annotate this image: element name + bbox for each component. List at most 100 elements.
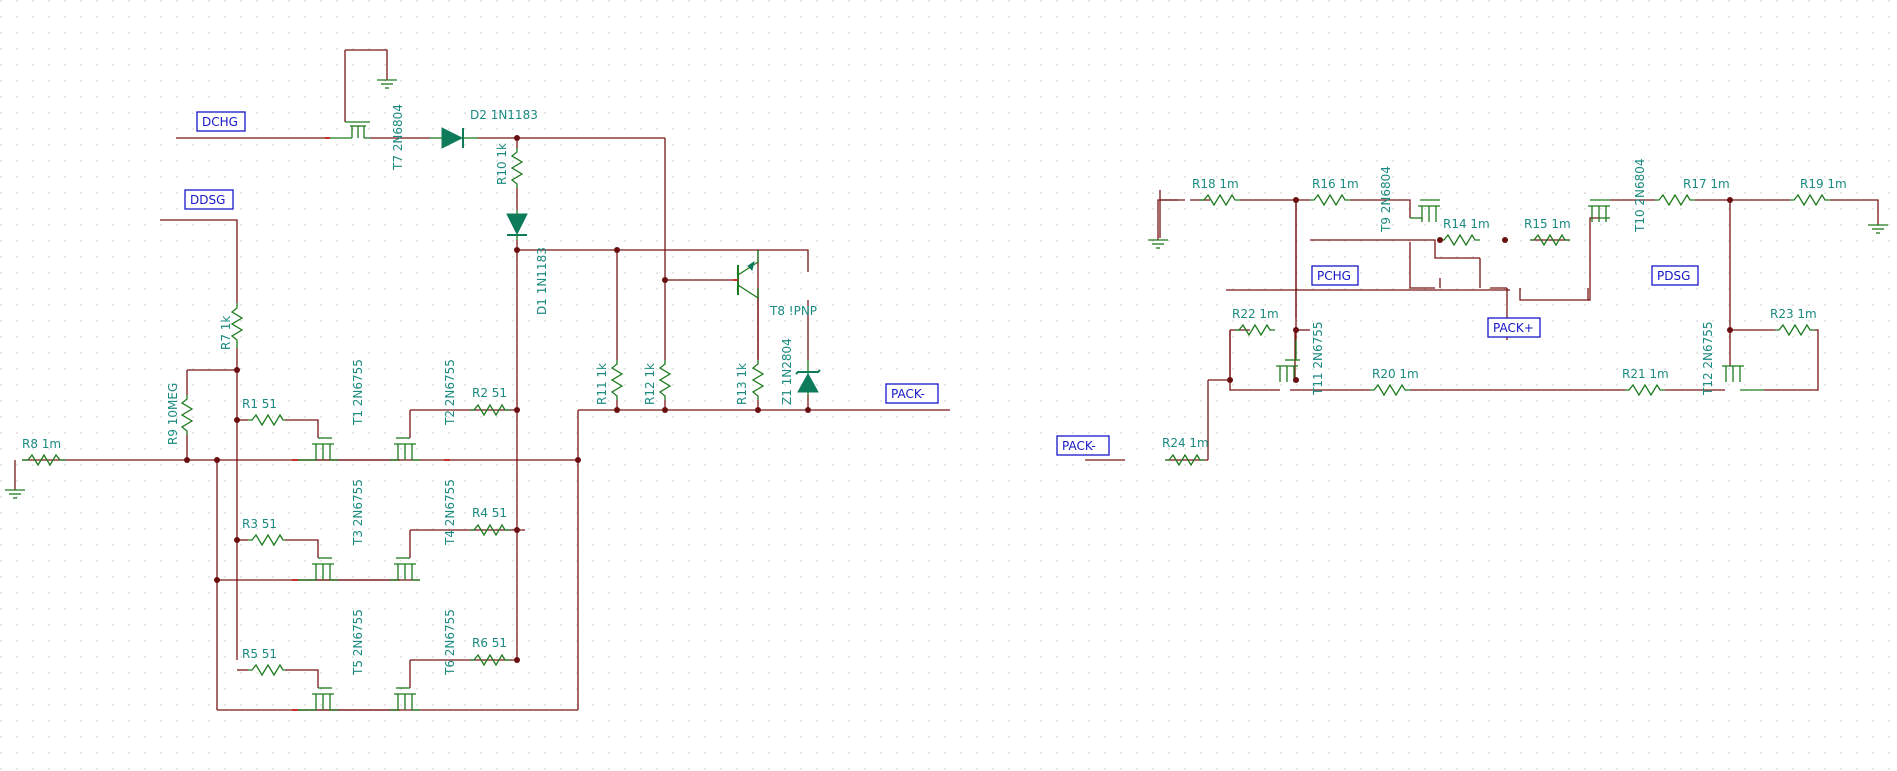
resistor-r15[interactable]	[1530, 233, 1570, 247]
junction-dots-right	[1227, 197, 1733, 383]
resistor-r1[interactable]	[248, 413, 285, 427]
svg-text:PCHG: PCHG	[1317, 269, 1351, 283]
label-t7: T7 2N6804	[391, 104, 405, 171]
mosfet-t9[interactable]	[1410, 199, 1440, 222]
label-r5: R5 51	[242, 647, 277, 661]
resistor-r2[interactable]	[470, 403, 510, 417]
net-label-pack-minus-right[interactable]: PACK-	[885, 383, 939, 404]
label-r11: R11 1k	[595, 363, 609, 405]
resistor-r21[interactable]	[1625, 383, 1665, 397]
zener-z1[interactable]	[795, 360, 821, 395]
label-r22: R22 1m	[1232, 307, 1279, 321]
label-r3: R3 51	[242, 517, 277, 531]
resistor-r23[interactable]	[1775, 323, 1815, 337]
label-d1: D1 1N1183	[535, 247, 549, 315]
mosfet-t3[interactable]	[292, 557, 338, 581]
resistor-r16[interactable]	[1310, 193, 1350, 207]
label-r8: R8 1m	[22, 437, 61, 451]
resistor-r10[interactable]	[510, 148, 524, 188]
label-r21: R21 1m	[1622, 367, 1669, 381]
diode-d1[interactable]	[506, 210, 528, 240]
resistor-r14[interactable]	[1440, 233, 1480, 247]
right-circuit-labels: R18 1m R16 1m T9 2N6804 R14 1m R15 1m T1…	[1162, 158, 1847, 450]
label-t11: T11 2N6755	[1311, 321, 1325, 396]
label-r13: R13 1k	[735, 363, 749, 405]
transistor-t8[interactable]	[733, 250, 759, 299]
label-d2: D2 1N1183	[470, 108, 538, 122]
mosfet-t7[interactable]	[325, 121, 370, 139]
label-z1: Z1 1N2804	[780, 338, 794, 405]
label-r10: R10 1k	[495, 143, 509, 185]
ground-symbol-t7	[377, 79, 397, 89]
resistor-r13[interactable]	[751, 360, 765, 400]
label-r4: R4 51	[472, 506, 507, 520]
label-r2: R2 51	[472, 386, 507, 400]
label-r18: R18 1m	[1192, 177, 1239, 191]
resistor-r7[interactable]	[230, 303, 244, 348]
label-r24: R24 1m	[1162, 436, 1209, 450]
left-circuit-components	[5, 79, 821, 711]
label-r15: R15 1m	[1524, 217, 1571, 231]
svg-text:PDSG: PDSG	[1657, 269, 1690, 283]
resistor-r4[interactable]	[470, 523, 510, 537]
label-r9: R9 10MEG	[166, 383, 180, 445]
label-t5: T5 2N6755	[351, 609, 365, 676]
label-t6: T6 2N6755	[443, 609, 457, 676]
svg-text:PACK-: PACK-	[891, 387, 925, 401]
net-label-pack-plus[interactable]: PACK+	[1487, 317, 1541, 338]
label-r17: R17 1m	[1683, 177, 1730, 191]
resistor-r17[interactable]	[1655, 193, 1695, 207]
net-label-pdsg[interactable]: PDSG	[1651, 265, 1699, 286]
resistor-r20[interactable]	[1370, 383, 1410, 397]
mosfet-t5[interactable]	[292, 687, 338, 711]
svg-text:DCHG: DCHG	[202, 115, 238, 129]
mosfet-t4[interactable]	[390, 557, 420, 581]
resistor-r24[interactable]	[1165, 453, 1205, 467]
net-label-dchg[interactable]: DCHG	[196, 111, 246, 132]
mosfet-t10[interactable]	[1588, 199, 1610, 222]
net-label-pchg[interactable]: PCHG	[1311, 265, 1359, 286]
label-t1: T1 2N6755	[351, 359, 365, 426]
resistor-r6[interactable]	[470, 653, 510, 667]
label-r14: R14 1m	[1443, 217, 1490, 231]
label-r16: R16 1m	[1312, 177, 1359, 191]
label-t3: T3 2N6755	[351, 479, 365, 546]
resistor-r19[interactable]	[1790, 193, 1830, 207]
resistor-r18[interactable]	[1200, 193, 1240, 207]
mosfet-t12[interactable]	[1722, 365, 1764, 391]
label-t4: T4 2N6755	[443, 479, 457, 546]
ground-symbol-r18	[1148, 239, 1168, 249]
mosfet-t6[interactable]	[390, 687, 420, 711]
left-circuit-labels: D2 1N1183 T7 2N6804 R10 1k D1 1N1183 T8 …	[22, 104, 817, 676]
label-r1: R1 51	[242, 397, 277, 411]
label-r12: R12 1k	[643, 363, 657, 405]
svg-text:PACK-: PACK-	[1062, 439, 1096, 453]
mosfet-t2[interactable]	[390, 437, 450, 461]
label-t2: T2 2N6755	[443, 359, 457, 426]
net-label-pack-minus-left[interactable]: PACK-	[1056, 435, 1110, 456]
resistor-r8[interactable]	[22, 453, 66, 467]
label-r6: R6 51	[472, 636, 507, 650]
svg-text:DDSG: DDSG	[190, 193, 225, 207]
net-label-ddsg[interactable]: DDSG	[184, 189, 234, 210]
resistor-r9[interactable]	[180, 395, 194, 435]
svg-text:PACK+: PACK+	[1493, 321, 1534, 335]
resistor-r11[interactable]	[610, 360, 624, 400]
label-t12: T12 2N6755	[1701, 321, 1715, 396]
resistor-r22[interactable]	[1235, 323, 1275, 337]
mosfet-t1[interactable]	[292, 437, 338, 461]
label-r19: R19 1m	[1800, 177, 1847, 191]
junction-dots-left	[184, 135, 811, 663]
resistor-r12[interactable]	[658, 360, 672, 400]
right-circuit-components	[1148, 193, 1888, 467]
ground-symbol-r19	[1868, 224, 1888, 234]
label-t9: T9 2N6804	[1379, 166, 1393, 233]
label-r7: R7 1k	[219, 316, 233, 350]
diode-d2[interactable]	[430, 127, 478, 149]
resistor-r5[interactable]	[248, 663, 285, 677]
resistor-r3[interactable]	[248, 533, 285, 547]
label-r23: R23 1m	[1770, 307, 1817, 321]
label-t10: T10 2N6804	[1633, 158, 1647, 233]
